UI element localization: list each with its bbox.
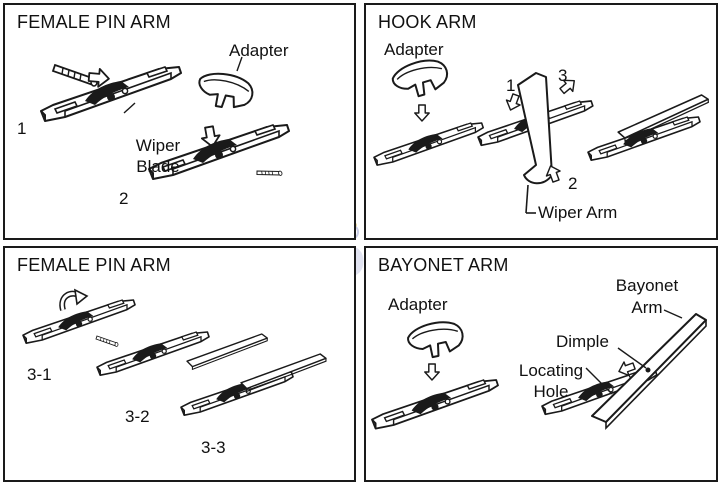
female-pin-steps-diagram [22, 288, 327, 417]
female-pin-diagram [40, 56, 290, 183]
locating-label: Locating [518, 361, 584, 380]
arm-label: Arm [631, 298, 663, 317]
wiper-connector-left [373, 122, 484, 166]
wiper-arm-vertical [517, 72, 553, 185]
panel-title: BAYONET ARM [378, 255, 509, 275]
step-3-2-label: 3-2 [125, 407, 150, 426]
down-arrow-icon [414, 104, 430, 122]
step-1-label: 1 [17, 119, 27, 138]
step-3-label: 3 [558, 66, 568, 85]
down-arrow-icon [424, 363, 440, 381]
pin-part [95, 335, 119, 347]
adapter-label: Adapter [388, 295, 448, 314]
bayonet-label: Bayonet [615, 276, 679, 295]
panel-bayonet-arm: BAYONET ARM Adapter Bayonet Arm Dimple L… [364, 246, 718, 482]
step-2-label: 2 [119, 189, 129, 208]
pin-part-installed [255, 163, 284, 183]
step-1-label: 1 [506, 76, 516, 95]
panel-female-pin-arm-install: FEMALE PIN ARM Adapter Wiper Blade 1 2 [3, 3, 356, 240]
bayonet-arm-diagram [371, 309, 707, 430]
adapter-part [404, 316, 467, 363]
adapter-label: Adapter [384, 40, 444, 59]
panel-title: FEMALE PIN ARM [17, 255, 171, 275]
adapter-part [194, 68, 256, 113]
panel-title: HOOK ARM [378, 12, 477, 32]
wiper-connector-step-3-3 [180, 371, 294, 417]
panel-hook-arm: HOOK ARM Adapter 1 3 2 Wiper Arm [364, 3, 718, 240]
step-2-label: 2 [568, 174, 578, 193]
dimple-label: Dimple [556, 332, 609, 351]
bayonet-arm-part [591, 313, 707, 430]
wiper-arm-label: Wiper Arm [538, 203, 618, 222]
hook-arm-diagram [373, 54, 712, 214]
step-3-3-label: 3-3 [201, 438, 226, 457]
hole-label: Hole [533, 382, 569, 401]
wiper-connector-left [371, 379, 499, 430]
panel-female-pin-arm-remove: FEMALE PIN ARM 3-1 3-2 3-3 [3, 246, 356, 482]
blade-label: Blade [136, 157, 180, 176]
step-3-1-label: 3-1 [27, 365, 52, 384]
adapter-part [388, 54, 453, 103]
adapter-label: Adapter [229, 41, 289, 60]
panel-title: FEMALE PIN ARM [17, 12, 171, 32]
wiper-connector-step-3-1 [22, 299, 136, 345]
wiper-label: Wiper [135, 136, 181, 155]
arm-step-3-3 [240, 353, 327, 393]
